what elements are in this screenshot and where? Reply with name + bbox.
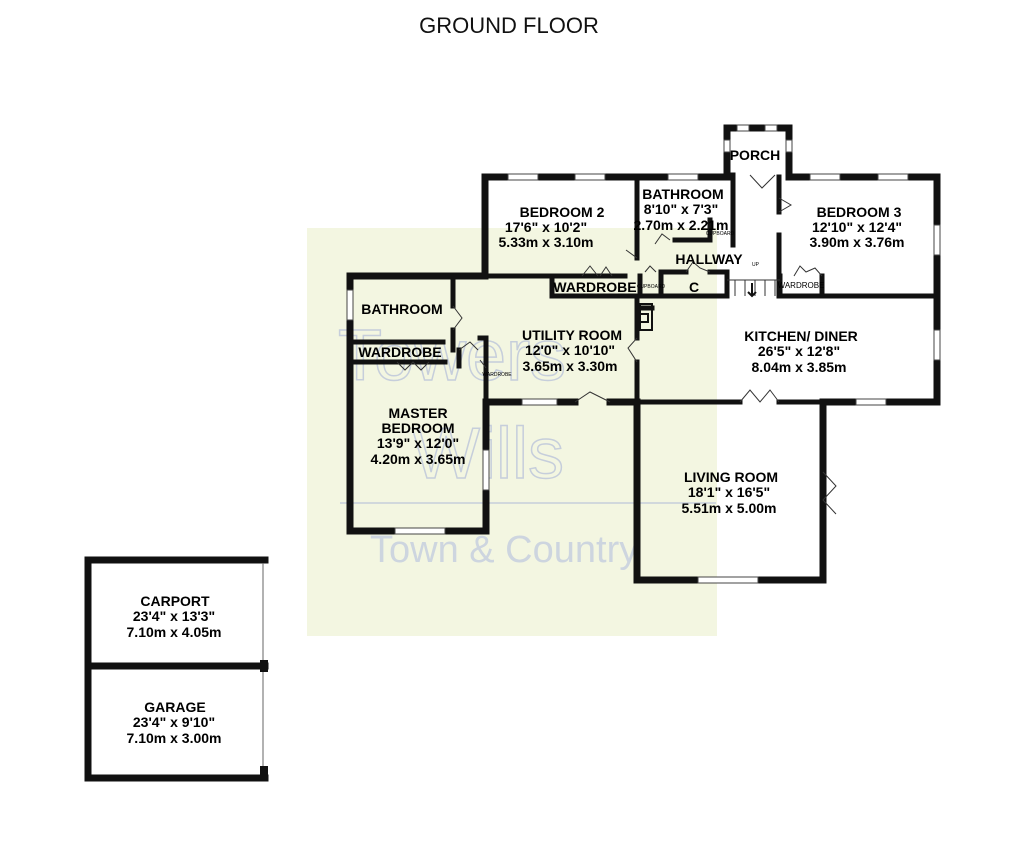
bathroom-master-name: BATHROOM [361, 301, 442, 317]
stairs: UP [727, 262, 780, 298]
watermark-line3: Town & Country [370, 529, 638, 571]
carport-imperial: 23'4" x 13'3" [133, 608, 215, 624]
master-metric: 4.20m x 3.65m [371, 451, 466, 467]
bedroom2-imperial: 17'6" x 10'2" [505, 219, 587, 235]
master-name-1: MASTER [388, 405, 447, 421]
wardrobe-bedroom2: WARDROBE [553, 279, 636, 295]
cupboard-hall: CUPBOARD [637, 284, 666, 290]
room-kitchen: KITCHEN/ DINER 26'5" x 12'8" 8.04m x 3.8… [744, 328, 858, 375]
garage-name: GARAGE [144, 699, 205, 715]
bedroom2-name: BEDROOM 2 [520, 204, 605, 220]
master-name-2: BEDROOM [381, 420, 454, 436]
kitchen-name: KITCHEN/ DINER [744, 328, 858, 344]
room-hallway: HALLWAY [675, 251, 743, 267]
room-garage: GARAGE 23'4" x 9'10" 7.10m x 3.00m [127, 699, 222, 746]
stairs-label: UP [752, 262, 760, 268]
utility-metric: 3.65m x 3.30m [523, 358, 618, 374]
garage-metric: 7.10m x 3.00m [127, 730, 222, 746]
porch-name: PORCH [730, 147, 781, 163]
cupboard-bathroom: CUPBOARD [706, 231, 735, 237]
living-name: LIVING ROOM [684, 469, 778, 485]
bathroom-top-name: BATHROOM [642, 186, 723, 202]
storage-labels: WARDROBE CUPBOARD C WARDROBE CUPBOARD WA… [482, 231, 824, 378]
bedroom3-metric: 3.90m x 3.76m [810, 234, 905, 250]
bedroom3-imperial: 12'10" x 12'4" [812, 219, 902, 235]
master-imperial: 13'9" x 12'0" [377, 435, 459, 451]
bedroom3-name: BEDROOM 3 [817, 204, 902, 220]
bedroom2-metric: 5.33m x 3.10m [499, 234, 594, 250]
room-carport: CARPORT 23'4" x 13'3" 7.10m x 4.05m [127, 593, 222, 640]
room-bathroom-master: BATHROOM [361, 301, 442, 317]
room-bedroom-2: BEDROOM 2 17'6" x 10'2" 5.33m x 3.10m [499, 204, 605, 250]
garage-imperial: 23'4" x 9'10" [133, 714, 215, 730]
room-bathroom-top: BATHROOM 8'10" x 7'3" 2.70m x 2.21m [634, 186, 729, 233]
living-imperial: 18'1" x 16'5" [688, 484, 770, 500]
room-bedroom-3: BEDROOM 3 12'10" x 12'4" 3.90m x 3.76m [810, 204, 905, 250]
fireplace [639, 303, 653, 331]
bathroom-top-metric: 2.70m x 2.21m [634, 217, 729, 233]
carport-name: CARPORT [140, 593, 210, 609]
wardrobe-bedroom3: WARDROBE [778, 281, 825, 290]
kitchen-metric: 8.04m x 3.85m [752, 359, 847, 375]
room-master-bedroom: MASTER BEDROOM 13'9" x 12'0" 4.20m x 3.6… [371, 405, 466, 467]
room-wardrobe-master: WARDROBE [358, 344, 441, 360]
utility-imperial: 12'0" x 10'10" [525, 342, 615, 358]
carport-metric: 7.10m x 4.05m [127, 624, 222, 640]
kitchen-imperial: 26'5" x 12'8" [758, 343, 840, 359]
cupboard-c: C [689, 279, 699, 295]
internal-walls [347, 172, 940, 405]
outbuilding [84, 556, 269, 782]
watermark: Towers Wills Town & Country [337, 315, 716, 571]
bathroom-top-imperial: 8'10" x 7'3" [644, 201, 718, 217]
living-metric: 5.51m x 5.00m [682, 500, 777, 516]
windows [346, 124, 941, 584]
wardrobe-small: WARDROBE [482, 372, 512, 378]
room-utility: UTILITY ROOM 12'0" x 10'10" 3.65m x 3.30… [522, 327, 622, 374]
room-living: LIVING ROOM 18'1" x 16'5" 5.51m x 5.00m [682, 469, 779, 516]
doors [396, 174, 837, 515]
hallway-name: HALLWAY [675, 251, 743, 267]
room-porch: PORCH [730, 147, 781, 163]
utility-name: UTILITY ROOM [522, 327, 622, 343]
wardrobe-master-name: WARDROBE [358, 344, 441, 360]
page-title: GROUND FLOOR [419, 13, 599, 38]
